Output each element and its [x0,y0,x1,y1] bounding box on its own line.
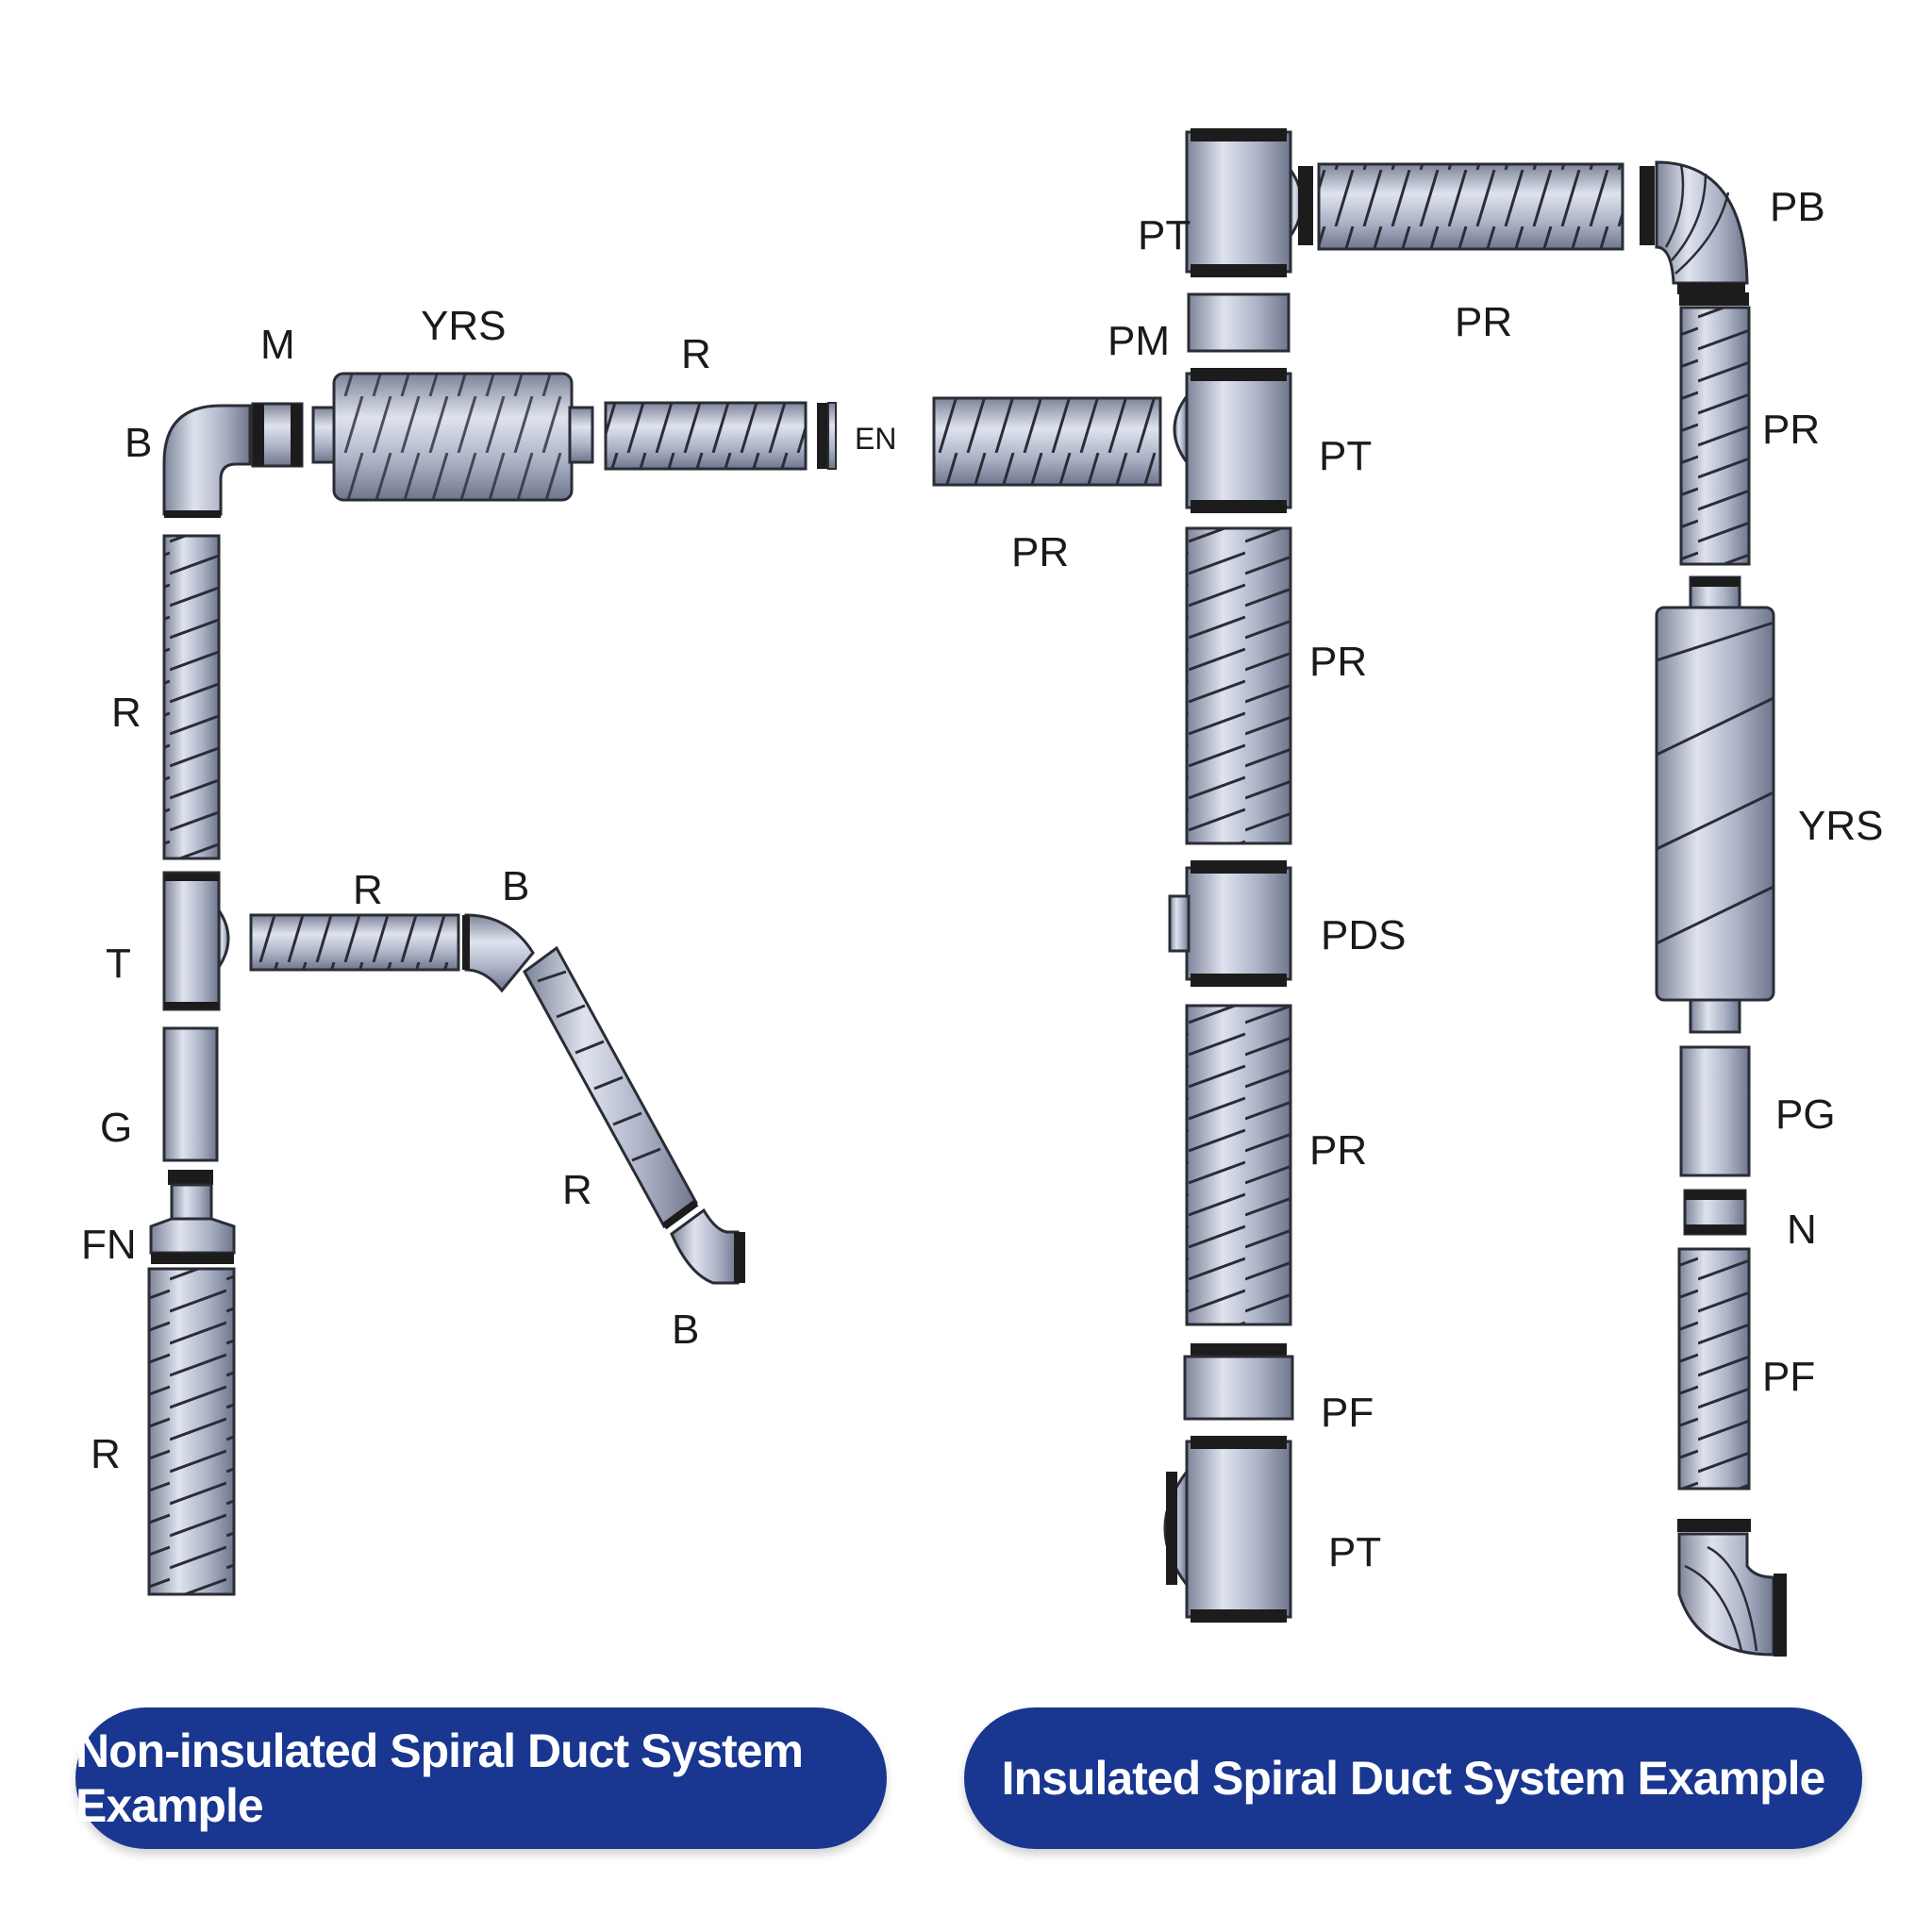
insulated-system [932,128,1787,1657]
duct-r-diagonal [523,945,698,1229]
label-pr-top: PR [1455,299,1512,345]
label-pf: PF [1321,1390,1374,1436]
label-yrs-right: YRS [1798,803,1883,849]
label-en: EN [855,422,896,456]
banner-insulated: Insulated Spiral Duct System Example [964,1707,1862,1849]
label-t: T [106,941,131,987]
label-r-bottom: R [91,1431,121,1477]
label-r-top: R [681,331,711,377]
elbow-b-end [670,1208,740,1285]
fitting-pds [1185,866,1292,981]
duct-g [162,1026,219,1162]
left-labels: M YRS R B EN R T R B G R FN B R [81,303,896,1477]
tee-t [162,871,221,1011]
label-pf-right: PF [1762,1354,1815,1400]
label-pg: PG [1775,1091,1836,1138]
elbow-b-corner [162,404,252,516]
silencer-yrs-right [1655,606,1775,1002]
label-yrs: YRS [421,303,506,349]
label-pr-lower: PR [1309,1127,1367,1174]
label-b-corner: B [125,420,152,466]
elbow-bottom-right [1677,1532,1775,1657]
tee-pt-top [1185,130,1292,274]
tee-pt-mid [1185,372,1292,509]
right-labels: PT PB PR PM PR PT PR PR YRS PDS PG PR N … [1011,184,1883,1575]
label-b-branch: B [502,863,529,909]
label-m: M [260,322,295,368]
label-pt-top: PT [1138,212,1191,258]
non-insulated-system [147,372,837,1596]
label-n: N [1787,1207,1817,1253]
elbow-b-branch [464,913,535,993]
banner-non-insulated: Non-insulated Spiral Duct System Example [75,1707,887,1849]
duct-pg [1679,1045,1751,1177]
elbow-pb [1655,160,1749,285]
banner-non-insulated-text: Non-insulated Spiral Duct System Example [75,1724,804,1832]
label-r-diagonal: R [562,1167,592,1213]
banner-insulated-text: Insulated Spiral Duct System Example [1001,1752,1826,1805]
label-g: G [100,1105,132,1151]
label-pt-mid: PT [1319,433,1372,479]
label-pt-bottom: PT [1328,1529,1381,1575]
label-pb: PB [1770,184,1825,230]
label-pr-upper: PR [1309,639,1367,685]
label-r-branch: R [353,867,383,913]
label-fn: FN [81,1222,137,1268]
fitting-pf [1183,1355,1294,1421]
label-pds: PDS [1321,912,1406,958]
end-cap-en [817,403,828,469]
label-pr-inlet: PR [1011,529,1069,575]
coupler-pm [1187,292,1291,353]
label-b-end: B [672,1307,699,1353]
label-pm: PM [1108,318,1170,364]
label-pr-right-upper: PR [1762,407,1820,453]
label-r-vertical: R [111,690,142,736]
reducer-fn [170,1183,213,1221]
tee-pt-bottom [1185,1440,1292,1619]
